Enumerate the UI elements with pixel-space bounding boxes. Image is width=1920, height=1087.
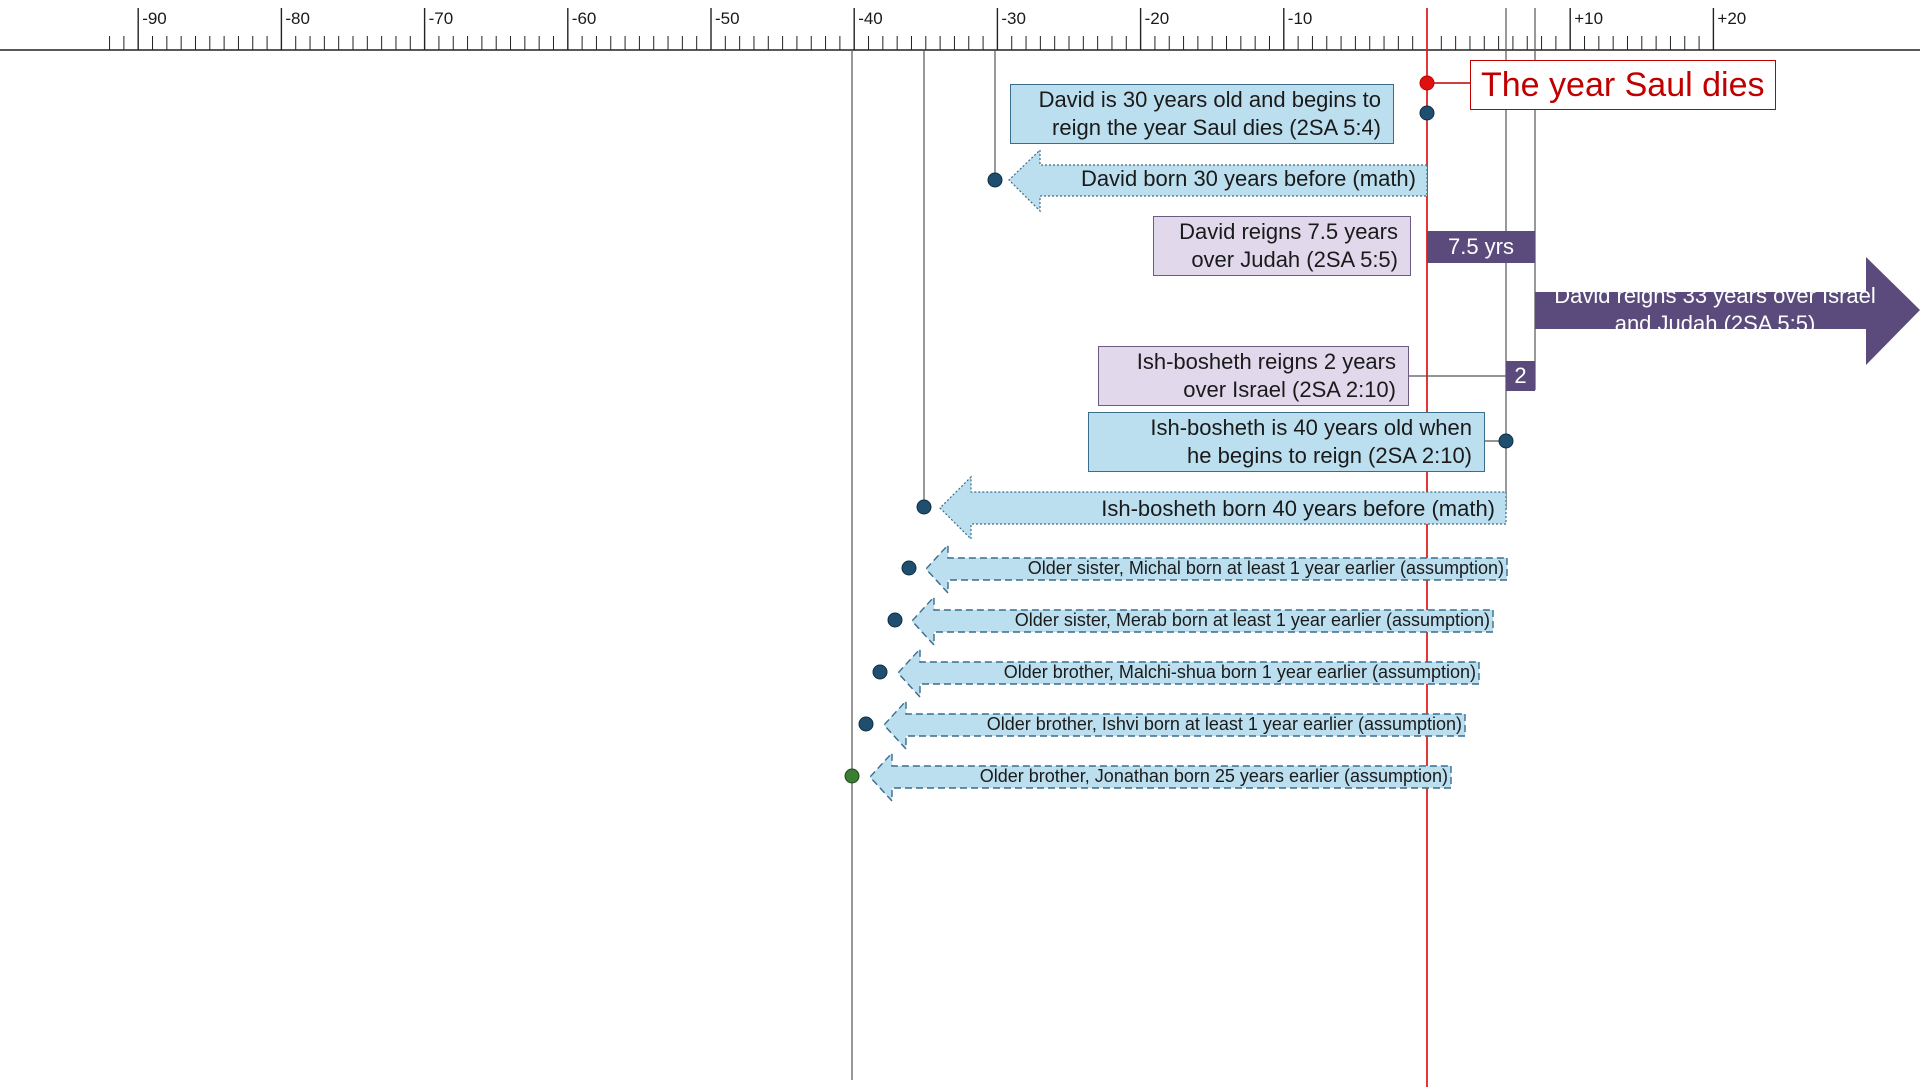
malchishua-dot xyxy=(872,664,888,680)
merab-label: Older sister, Merab born at least 1 year… xyxy=(1014,610,1490,630)
david-born-arrow xyxy=(1008,148,1428,213)
judah-reign-bar: 7.5 yrs xyxy=(1427,231,1535,263)
ishbosheth-reign-bar: 2 xyxy=(1506,361,1535,391)
david-reign-start-line1: David is 30 years old and begins to xyxy=(1038,87,1381,112)
malchishua-arrow xyxy=(897,647,1480,699)
david-reign-start-note: David is 30 years old and begins to reig… xyxy=(1010,84,1394,144)
saul-dies-label: The year Saul dies xyxy=(1470,60,1776,110)
ishvi-label: Older brother, Ishvi born at least 1 yea… xyxy=(986,714,1462,734)
ishbosheth-born-label: Ish-bosheth born 40 years before (math) xyxy=(1101,496,1495,521)
ishbosheth-born-dot xyxy=(916,499,932,515)
axis-tick-label: -90 xyxy=(142,9,167,28)
ishvi-arrow xyxy=(883,699,1466,751)
david-israel-line1: David reigns 33 years over Israel xyxy=(1554,283,1876,308)
axis-tick-label: -40 xyxy=(858,9,883,28)
ishbosheth-age-note: Ish-bosheth is 40 years old when he begi… xyxy=(1088,412,1485,472)
malchishua-label: Older brother, Malchi-shua born 1 year e… xyxy=(1003,662,1476,682)
saul-dies-dot xyxy=(1419,75,1435,91)
david-reign-dot xyxy=(1419,105,1435,121)
axis-tick-label: -20 xyxy=(1144,9,1170,28)
ishbosheth-age-dot xyxy=(1498,433,1514,449)
ishbosheth-reign-note: Ish-bosheth reigns 2 years over Israel (… xyxy=(1098,346,1409,406)
ishbosheth-reign-line2: over Israel (2SA 2:10) xyxy=(1183,377,1396,402)
david-judah-line2: over Judah (2SA 5:5) xyxy=(1191,247,1398,272)
david-judah-note: David reigns 7.5 years over Judah (2SA 5… xyxy=(1153,216,1411,276)
axis-tick-label: -50 xyxy=(715,9,740,28)
timeline-axis xyxy=(0,8,1920,51)
axis-tick-label: -60 xyxy=(571,9,597,28)
david-born-dot xyxy=(987,172,1003,188)
david-judah-line1: David reigns 7.5 years xyxy=(1179,219,1398,244)
axis-ticks xyxy=(109,8,1715,50)
ishbosheth-born-arrow xyxy=(939,475,1507,541)
david-israel-reign-arrow xyxy=(1535,257,1920,365)
axis-tick-label: -30 xyxy=(1001,9,1026,28)
jonathan-label: Older brother, Jonathan born 25 years ea… xyxy=(979,766,1448,786)
axis-tick-label: -70 xyxy=(428,9,454,28)
axis-tick-label: -10 xyxy=(1287,9,1313,28)
axis-tick-label: +20 xyxy=(1717,9,1747,28)
ishbosheth-age-line2: he begins to reign (2SA 2:10) xyxy=(1187,443,1472,468)
david-reign-start-line2: reign the year Saul dies (2SA 5:4) xyxy=(1052,115,1381,140)
ishvi-dot xyxy=(858,716,874,732)
michal-arrow xyxy=(925,543,1508,595)
axis-tick-label: -80 xyxy=(285,9,310,28)
axis-tick-label: +10 xyxy=(1574,9,1604,28)
david-israel-reign-label: David reigns 33 years over Israel and Ju… xyxy=(1535,282,1895,338)
michal-dot xyxy=(901,560,917,576)
jonathan-dot xyxy=(844,768,860,784)
david-born-label: David born 30 years before (math) xyxy=(1080,166,1416,191)
david-israel-line2: and Judah (2SA 5:5) xyxy=(1614,311,1816,336)
merab-arrow xyxy=(911,595,1494,647)
michal-label: Older sister, Michal born at least 1 yea… xyxy=(1027,558,1504,578)
ishbosheth-age-line1: Ish-bosheth is 40 years old when xyxy=(1150,415,1472,440)
merab-dot xyxy=(887,612,903,628)
jonathan-arrow xyxy=(869,751,1452,803)
ishbosheth-reign-line1: Ish-bosheth reigns 2 years xyxy=(1136,349,1396,374)
